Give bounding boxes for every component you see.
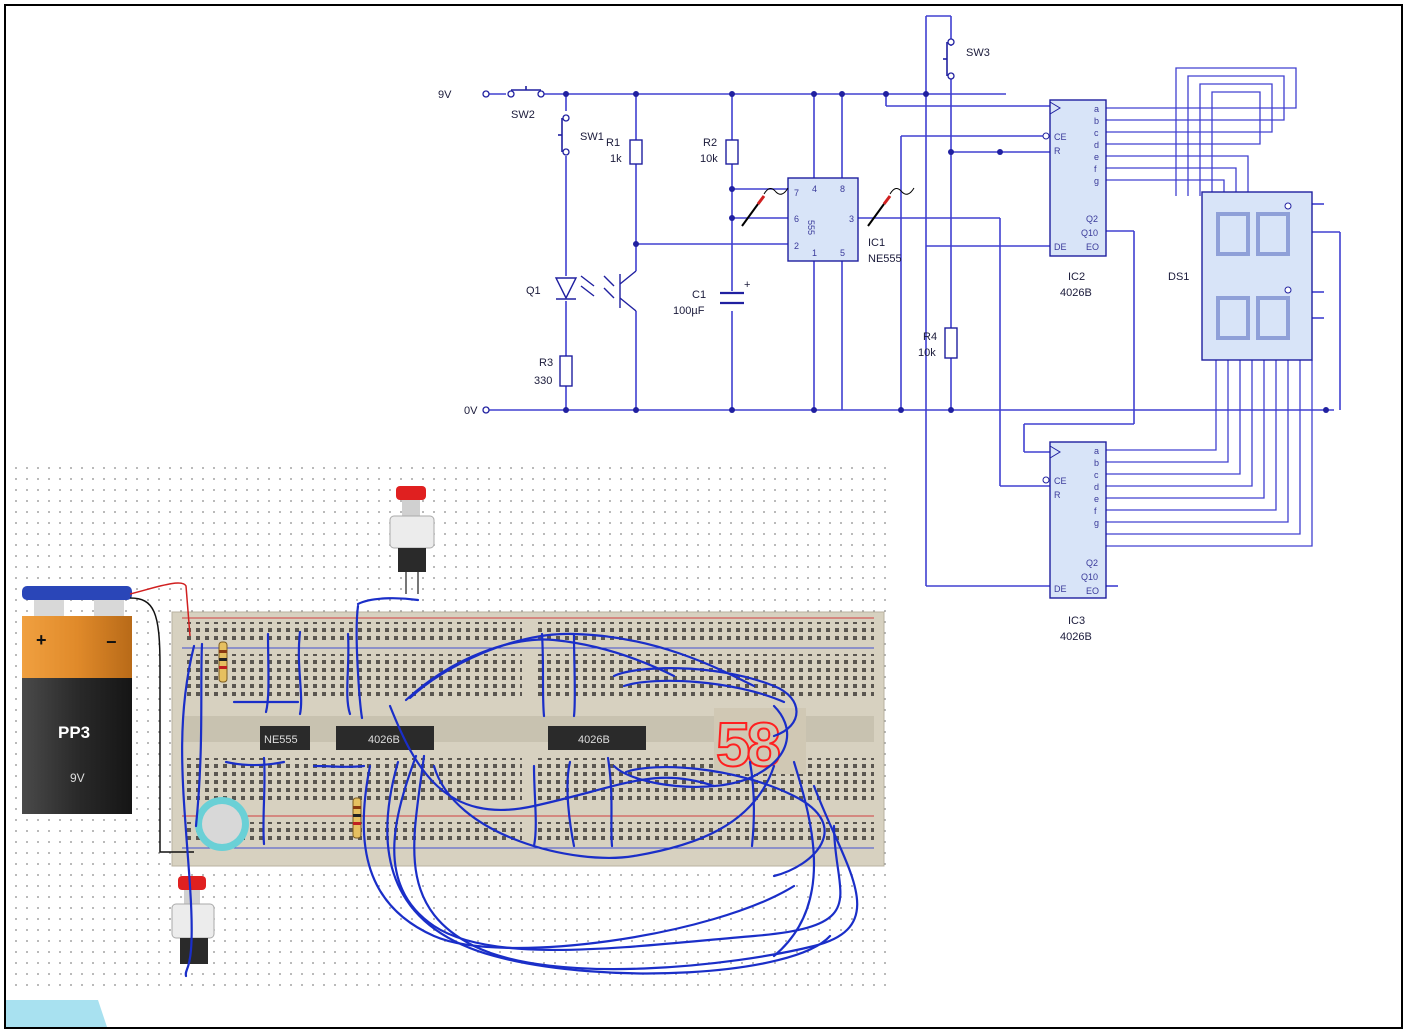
r2-value: 10k: [700, 153, 718, 165]
svg-text:e: e: [1094, 494, 1099, 504]
c1-value: 100µF: [673, 305, 705, 317]
counter-chip-2: 4026B: [548, 726, 646, 750]
svg-text:g: g: [1094, 518, 1099, 528]
c1-plus: +: [744, 279, 750, 291]
ne555-chip: NE555: [260, 726, 310, 750]
ic1-pin-labels: 7 4 8 6 3 2 1 5: [794, 184, 854, 258]
corner-tab: [6, 1000, 110, 1027]
svg-text:EO: EO: [1086, 242, 1099, 252]
board-resistor-1: [218, 641, 228, 683]
battery-type: PP3: [58, 723, 90, 742]
supply-label: 9V: [438, 89, 452, 101]
push-button-bottom[interactable]: [171, 876, 215, 964]
svg-text:f: f: [1094, 506, 1097, 516]
hand-drawn-wiring: [181, 597, 859, 978]
svg-text:c: c: [1094, 470, 1099, 480]
svg-text:EO: EO: [1086, 586, 1099, 596]
resistors: [559, 139, 958, 387]
svg-text:Q10: Q10: [1081, 228, 1098, 238]
board-resistor-2: [352, 797, 362, 839]
ic2-output-bus: [1106, 67, 1297, 196]
q1-label: Q1: [526, 285, 541, 297]
sw3-label: SW3: [966, 47, 990, 59]
svg-text:g: g: [1094, 176, 1099, 186]
ic3-output-bus: [1106, 360, 1313, 547]
svg-text:Q2: Q2: [1086, 214, 1098, 224]
battery-minus: −: [106, 632, 117, 652]
ic2-ref: IC2: [1068, 271, 1085, 283]
led-q1: [554, 275, 595, 300]
svg-text:d: d: [1094, 140, 1099, 150]
svg-text:f: f: [1094, 164, 1097, 174]
ic1-body-label: 555: [806, 220, 816, 235]
svg-text:7: 7: [794, 188, 799, 198]
svg-text:b: b: [1094, 458, 1099, 468]
svg-text:CE: CE: [1054, 476, 1067, 486]
pp3-battery: + − PP3 9V: [22, 586, 132, 814]
r4-value: 10k: [918, 347, 936, 359]
seven-segment-display: 58: [714, 708, 806, 781]
svg-text:5: 5: [840, 248, 845, 258]
ic2-body: [1049, 99, 1107, 257]
svg-text:b: b: [1094, 116, 1099, 126]
counter-chip-1: 4026B: [336, 726, 434, 750]
svg-text:CE: CE: [1054, 132, 1067, 142]
diagram-frame: 555 7 4 8 6 3 2 1 5 CE R DE a b c d e f …: [4, 4, 1403, 1029]
r3-ref: R3: [539, 357, 553, 369]
svg-text:R: R: [1054, 146, 1061, 156]
svg-text:1: 1: [812, 248, 817, 258]
r2-ref: R2: [703, 137, 717, 149]
svg-text:4: 4: [812, 184, 817, 194]
svg-text:d: d: [1094, 482, 1099, 492]
svg-text:a: a: [1094, 104, 1099, 114]
ic3-ref: IC3: [1068, 615, 1085, 627]
battery-plus: +: [36, 630, 47, 650]
switch-levers: [511, 42, 948, 152]
battery-voltage: 9V: [70, 771, 85, 785]
svg-text:6: 6: [794, 214, 799, 224]
svg-text:2: 2: [794, 241, 799, 251]
svg-text:R: R: [1054, 490, 1061, 500]
ic2-part: 4026B: [1060, 287, 1092, 299]
breadboard-simulation: NE555 4026B 4026B 58: [14, 466, 886, 986]
ne555-chip-label: NE555: [264, 734, 298, 746]
display-digits: 58: [716, 711, 779, 780]
svg-text:DE: DE: [1054, 242, 1067, 252]
ground-label: 0V: [464, 405, 478, 417]
schematic-wires: [488, 15, 1341, 587]
svg-text:c: c: [1094, 128, 1099, 138]
svg-text:e: e: [1094, 152, 1099, 162]
r1-ref: R1: [606, 137, 620, 149]
svg-text:DE: DE: [1054, 584, 1067, 594]
r3-value: 330: [534, 375, 552, 387]
counter-chip-1-label: 4026B: [368, 734, 400, 746]
ds1-display: [1201, 191, 1313, 361]
ic1-part: NE555: [868, 253, 902, 265]
circuit-schematic: 555 7 4 8 6 3 2 1 5 CE R DE a b c d e f …: [438, 15, 1341, 643]
svg-text:Q2: Q2: [1086, 558, 1098, 568]
c1-ref: C1: [692, 289, 706, 301]
capacitor-c1: [720, 291, 744, 305]
sw2-label: SW2: [511, 109, 535, 121]
r1-value: 1k: [610, 153, 622, 165]
push-button-top[interactable]: [389, 486, 435, 594]
ic3-part: 4026B: [1060, 631, 1092, 643]
ds1-label: DS1: [1168, 271, 1189, 283]
svg-text:8: 8: [840, 184, 845, 194]
probe-icons: [741, 187, 915, 227]
ic1-ref: IC1: [868, 237, 885, 249]
ic3-pin-labels: CE R DE a b c d e f g Q2 Q10 EO: [1054, 446, 1099, 596]
sw1-label: SW1: [580, 131, 604, 143]
phototransistor: [603, 270, 637, 312]
svg-text:3: 3: [849, 214, 854, 224]
ic1-body: [787, 177, 859, 262]
counter-chip-2-label: 4026B: [578, 734, 610, 746]
r4-ref: R4: [923, 331, 937, 343]
ic2-pin-labels: CE R DE a b c d e f g Q2 Q10 EO: [1054, 104, 1099, 252]
svg-text:Q10: Q10: [1081, 572, 1098, 582]
svg-text:a: a: [1094, 446, 1099, 456]
ic3-body: [1049, 441, 1107, 599]
junction-dots: [563, 91, 1329, 413]
